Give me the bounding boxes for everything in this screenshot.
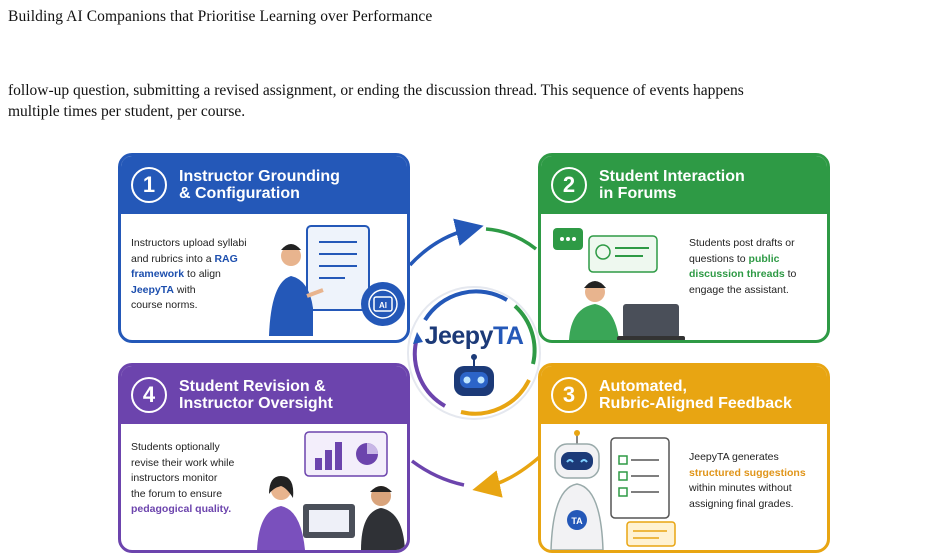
step-4-number: 4	[131, 377, 167, 413]
paragraph-line-1: follow-up question, submitting a revised…	[8, 80, 943, 101]
laptop-icon	[623, 304, 679, 338]
student-body	[569, 304, 619, 340]
student-body	[257, 506, 305, 550]
step-1-title: Instructor Grounding & Configuration	[179, 168, 340, 202]
step-1-description: Instructors upload syllabi and rubrics i…	[131, 236, 247, 314]
oversight-illustration	[257, 428, 409, 552]
svg-text:TA: TA	[571, 516, 583, 526]
step-4-title: Student Revision & Instructor Oversight	[179, 378, 333, 412]
workflow-figure: 1 Instructor Grounding & Configuration I…	[118, 153, 830, 553]
step-3-description: JeepyTA generates structured suggestions…	[689, 450, 806, 512]
paragraph-line-2: multiple times per student, per course.	[8, 101, 943, 122]
step-2-title: Student Interaction in Forums	[599, 168, 745, 202]
step-3-number: 3	[551, 377, 587, 413]
step-1-header: 1 Instructor Grounding & Configuration	[121, 156, 407, 214]
arrow-1-to-2	[410, 229, 470, 265]
step-4-header: 4 Student Revision & Instructor Oversigh…	[121, 366, 407, 424]
step-1-card: 1 Instructor Grounding & Configuration I…	[118, 153, 410, 343]
hub-title: JeepyTA	[401, 322, 547, 351]
suggestion-note-icon	[627, 522, 675, 546]
arrow-3-to-4-tail	[412, 461, 464, 485]
arrow-1-to-2-tail	[486, 229, 536, 249]
body-paragraph: follow-up question, submitting a revised…	[8, 80, 943, 122]
instructor-body	[361, 508, 405, 550]
ai-chip-label: AI	[379, 301, 387, 310]
step-3-header: 3 Automated, Rubric-Aligned Feedback	[541, 366, 827, 424]
step-3-card: 3 Automated, Rubric-Aligned Feedback TA	[538, 363, 830, 553]
step-2-card: 2 Student Interaction in Forums Students…	[538, 153, 830, 343]
jeepyta-hub: JeepyTA	[401, 280, 547, 426]
document-icon	[307, 226, 369, 310]
step-4-description: Students optionally revise their work wh…	[131, 440, 234, 518]
step-2-description: Students post drafts or questions to pub…	[689, 236, 796, 298]
step-3-title: Automated, Rubric-Aligned Feedback	[599, 378, 792, 412]
forum-post-icon	[589, 236, 657, 272]
arrow-3-to-4	[486, 453, 544, 487]
step-2-header: 2 Student Interaction in Forums	[541, 156, 827, 214]
student-laptop-illustration	[549, 222, 689, 342]
instructor-illustration: AI	[261, 218, 410, 342]
running-head: Building AI Companions that Prioritise L…	[8, 8, 432, 26]
step-4-card: 4 Student Revision & Instructor Oversigh…	[118, 363, 410, 553]
step-2-number: 2	[551, 167, 587, 203]
step-1-number: 1	[131, 167, 167, 203]
hub-ring	[401, 280, 547, 426]
robot-feedback-illustration: TA	[547, 428, 687, 552]
